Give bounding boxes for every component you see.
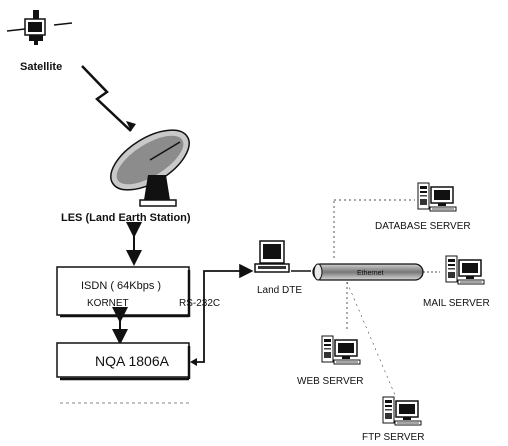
web-server-icon	[321, 335, 361, 365]
isdn-box	[56, 266, 191, 318]
ethernet-cable	[312, 263, 424, 281]
ftp-server-icon	[382, 396, 422, 426]
database-server-label: DATABASE SERVER	[375, 221, 471, 232]
ftp-server-label: FTP SERVER	[362, 432, 424, 443]
land-dte-label: Land DTE	[257, 285, 302, 296]
isdn-label: ISDN ( 64Kbps )	[81, 280, 161, 292]
mail-server-label: MAIL SERVER	[423, 298, 490, 309]
rs232c-connector	[192, 263, 254, 363]
web-server-label: WEB SERVER	[297, 376, 364, 387]
satellite-dish-icon	[110, 129, 190, 207]
satellite-icon	[6, 10, 73, 45]
nqa-label: NQA 1806A	[95, 353, 170, 369]
kornet-label: KORNET	[87, 298, 129, 309]
les-label: LES (Land Earth Station)	[61, 212, 191, 224]
land-dte-computer-icon	[254, 240, 290, 273]
database-server-icon	[417, 182, 457, 212]
nqa-box	[56, 342, 191, 381]
mail-server-icon	[445, 255, 485, 285]
radio-link-icon	[81, 65, 132, 132]
rs232c-label: RS-232C	[179, 298, 220, 309]
satellite-label: Satellite	[20, 61, 62, 73]
ethernet-label: Ethernet	[357, 270, 384, 277]
